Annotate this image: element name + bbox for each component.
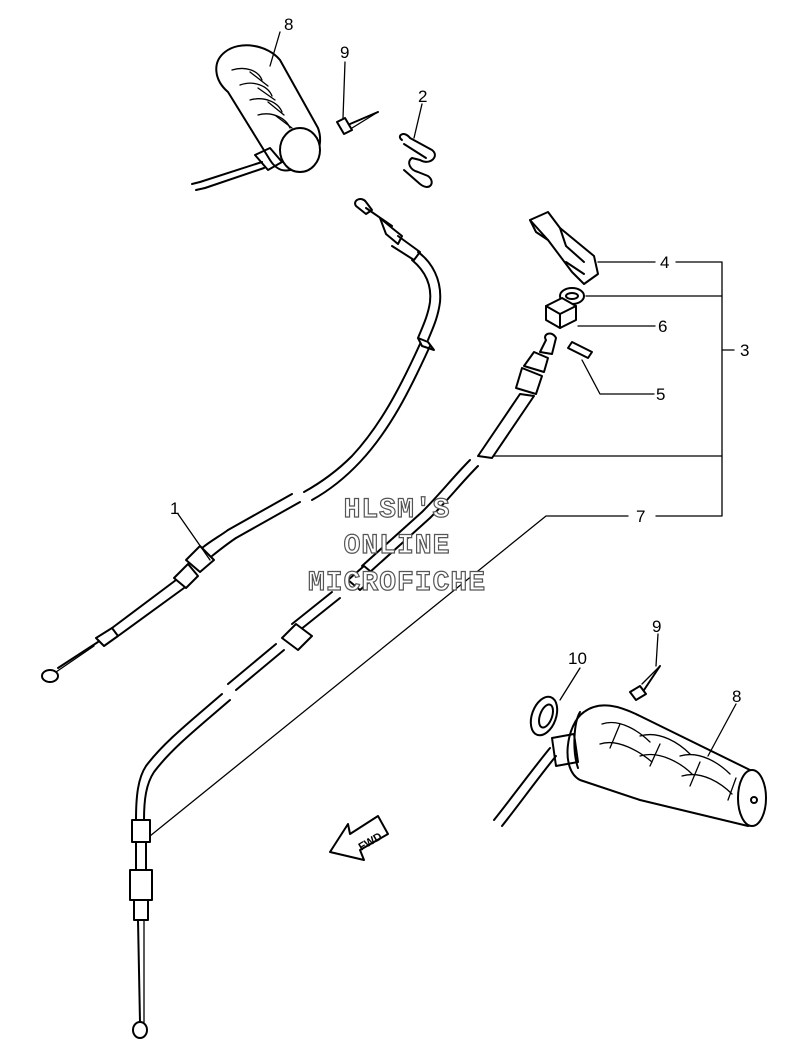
clip [398, 133, 436, 188]
spring-pin [567, 341, 593, 359]
callout-10: 10 [568, 649, 587, 668]
watermark: HLSM'S ONLINE MICROFICHE [307, 494, 486, 599]
callout-9-top: 9 [340, 43, 349, 62]
callout-1: 1 [170, 499, 179, 518]
throttle-cable [129, 332, 557, 1039]
leader-lines [149, 31, 737, 837]
callout-2: 2 [418, 87, 427, 106]
callout-3: 3 [740, 341, 749, 360]
watermark-line-2: ONLINE [344, 531, 451, 562]
grip-top-left [191, 44, 321, 191]
callout-7: 7 [636, 507, 645, 526]
choke-cable [41, 198, 442, 683]
callout-5: 5 [656, 385, 665, 404]
pin-top [336, 111, 379, 135]
grip-bottom-right [493, 704, 767, 827]
callout-8-bottom: 8 [732, 687, 741, 706]
throttle-lever [529, 211, 599, 285]
nut [545, 297, 577, 329]
callout-4: 4 [660, 253, 669, 272]
callout-9-bottom: 9 [652, 617, 661, 636]
callout-8-top: 8 [284, 15, 293, 34]
watermark-line-1: HLSM'S [344, 495, 451, 526]
pin-bottom [629, 665, 661, 701]
callout-6: 6 [658, 317, 667, 336]
fwd-arrow: FWD [329, 815, 389, 861]
washer [529, 695, 559, 737]
watermark-line-3: MICROFICHE [308, 568, 486, 599]
callout-numbers: 8 9 2 1 4 6 3 5 7 9 10 8 [170, 15, 749, 706]
